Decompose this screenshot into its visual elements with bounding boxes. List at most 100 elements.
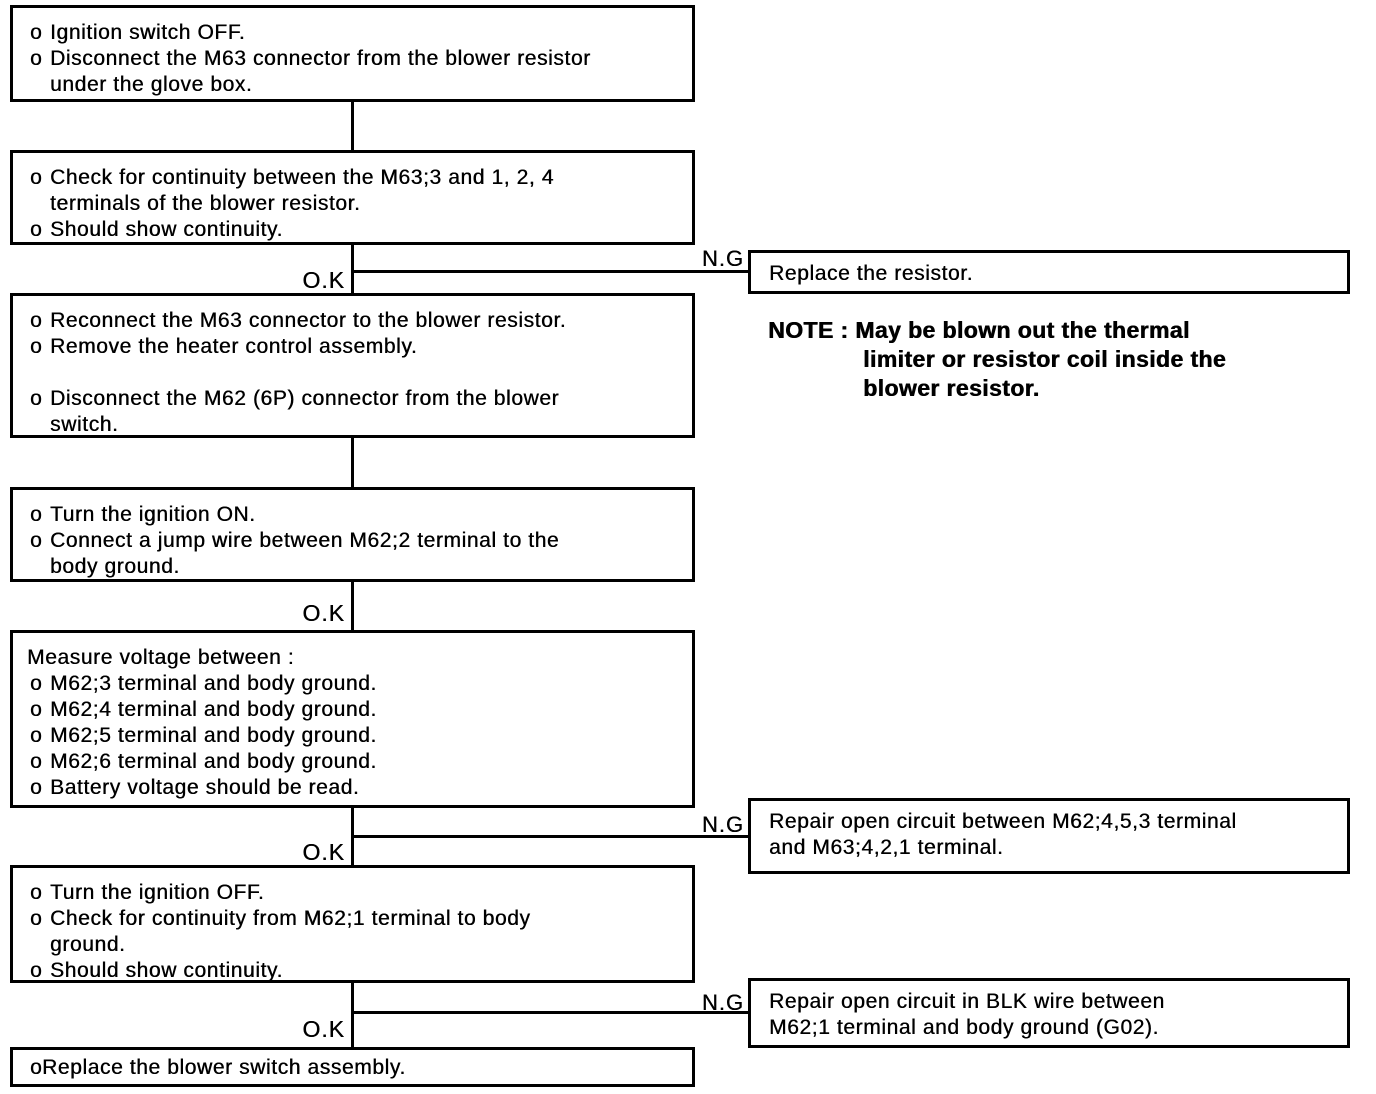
bullet-marker: o: [30, 724, 43, 747]
step-line: o Check for continuity between the M63;3…: [13, 165, 692, 191]
bullet-marker: o: [30, 672, 43, 695]
ok-label-1: O.K: [302, 267, 345, 293]
step-text: Disconnect the M62 (6P) connector from t…: [50, 387, 560, 410]
step-box-3: o Reconnect the M63 connector to the blo…: [10, 293, 695, 438]
step-text: Connect a jump wire between M62;2 termin…: [50, 529, 560, 552]
bullet-marker: o: [30, 21, 43, 44]
note-annotation: NOTE : May be blown out the thermal limi…: [768, 316, 1348, 403]
step-text: Measure voltage between :: [27, 646, 295, 669]
ok-label-2: O.K: [302, 600, 345, 626]
bullet-marker: o: [30, 47, 43, 70]
bullet-marker: o: [30, 698, 43, 721]
step-line: o Disconnect the M62 (6P) connector from…: [13, 386, 692, 412]
step-text: M62;6 terminal and body ground.: [50, 750, 377, 773]
ng-label-1: N.G: [701, 246, 744, 271]
step-line: o Turn the ignition OFF.: [13, 880, 692, 906]
ng-label-3: N.G: [701, 990, 744, 1015]
step-text: Check for continuity between the M63;3 a…: [50, 166, 554, 189]
step-line: o M62;5 terminal and body ground.: [13, 723, 692, 749]
step-text: Should show continuity.: [50, 218, 283, 241]
step-text: switch.: [50, 413, 119, 436]
result-text: M62;1 terminal and body ground (G02).: [769, 1016, 1159, 1039]
branch-line-ng-3: [352, 1011, 750, 1014]
branch-line-ng-1: [352, 270, 750, 273]
ok-label-3: O.K: [302, 839, 345, 865]
bullet-marker: o: [30, 387, 43, 410]
bullet-marker: o: [30, 776, 43, 799]
step-box-4: o Turn the ignition ON. o Connect a jump…: [10, 487, 695, 582]
bullet-marker: o: [30, 959, 43, 982]
step-text: M62;4 terminal and body ground.: [50, 698, 377, 721]
step-line: o M62;4 terminal and body ground.: [13, 697, 692, 723]
bullet-marker: o: [30, 529, 43, 552]
bullet-marker: o: [30, 166, 43, 189]
step-line: o Ignition switch OFF.: [13, 20, 692, 46]
step-text: Should show continuity.: [50, 959, 283, 982]
connector-vertical-4: [351, 582, 354, 630]
bullet-marker: o: [30, 750, 43, 773]
step-line: o Connect a jump wire between M62;2 term…: [13, 528, 692, 554]
step-line: o Should show continuity.: [13, 958, 692, 984]
ng-label-2: N.G: [701, 812, 744, 837]
note-line: blower resistor.: [863, 375, 1040, 401]
step-line: o Reconnect the M63 connector to the blo…: [13, 308, 692, 334]
step-line: terminals of the blower resistor.: [13, 191, 692, 217]
result-text: and M63;4,2,1 terminal.: [769, 836, 1004, 859]
step-line: under the glove box.: [13, 72, 692, 98]
step-line: o Remove the heater control assembly.: [13, 334, 692, 360]
note-line: NOTE : May be blown out the thermal: [768, 317, 1190, 343]
step-box-1: o Ignition switch OFF. o Disconnect the …: [10, 5, 695, 102]
blank-line: [13, 360, 692, 386]
step-box-5: Measure voltage between : o M62;3 termin…: [10, 630, 695, 808]
bullet-marker: o: [30, 907, 43, 930]
step-line: ground.: [13, 932, 692, 958]
step-line: o Replace the blower switch assembly.: [13, 1055, 692, 1081]
step-text: ground.: [50, 933, 126, 956]
bullet-marker: o: [30, 309, 43, 332]
branch-line-ng-2: [352, 835, 750, 838]
connector-vertical-3: [351, 438, 354, 487]
step-text: Turn the ignition ON.: [50, 503, 256, 526]
step-text: M62;3 terminal and body ground.: [50, 672, 377, 695]
connector-vertical-2: [351, 245, 354, 293]
step-text: Reconnect the M63 connector to the blowe…: [50, 309, 567, 332]
step-text: Remove the heater control assembly.: [50, 335, 418, 358]
bullet-marker: o: [30, 881, 43, 904]
step-line: body ground.: [13, 554, 692, 580]
step-line: o Disconnect the M63 connector from the …: [13, 46, 692, 72]
step-text: Ignition switch OFF.: [50, 21, 246, 44]
step-box-2: o Check for continuity between the M63;3…: [10, 150, 695, 245]
step-text: Disconnect the M63 connector from the bl…: [50, 47, 591, 70]
step-box-7-final: o Replace the blower switch assembly.: [10, 1047, 695, 1087]
step-text: terminals of the blower resistor.: [50, 192, 361, 215]
step-text: Battery voltage should be read.: [50, 776, 360, 799]
ok-label-4: O.K: [302, 1016, 345, 1042]
step-text: body ground.: [50, 555, 180, 578]
result-box-repair-open-circuit-2: Repair open circuit in BLK wire between …: [748, 978, 1350, 1048]
step-text: Turn the ignition OFF.: [50, 881, 265, 904]
step-line: Measure voltage between :: [13, 645, 692, 671]
bullet-marker: o: [30, 1056, 43, 1079]
result-text: Repair open circuit in BLK wire between: [769, 990, 1165, 1013]
note-line: limiter or resistor coil inside the: [863, 346, 1226, 372]
step-line: o Check for continuity from M62;1 termin…: [13, 906, 692, 932]
step-line: o M62;6 terminal and body ground.: [13, 749, 692, 775]
bullet-marker: o: [30, 218, 43, 241]
result-box-repair-open-circuit-1: Repair open circuit between M62;4,5,3 te…: [748, 798, 1350, 874]
step-line: switch.: [13, 412, 692, 438]
step-text: Replace the blower switch assembly.: [42, 1056, 406, 1079]
bullet-marker: o: [30, 335, 43, 358]
step-line: o Should show continuity.: [13, 217, 692, 243]
connector-vertical-1: [351, 102, 354, 150]
connector-vertical-6: [351, 983, 354, 1047]
step-box-6: o Turn the ignition OFF. o Check for con…: [10, 865, 695, 983]
step-line: o Turn the ignition ON.: [13, 502, 692, 528]
result-text: Replace the resistor.: [769, 262, 974, 285]
result-text: Repair open circuit between M62;4,5,3 te…: [769, 810, 1237, 833]
bullet-marker: o: [30, 503, 43, 526]
step-line: o Battery voltage should be read.: [13, 775, 692, 801]
step-line: o M62;3 terminal and body ground.: [13, 671, 692, 697]
step-text: M62;5 terminal and body ground.: [50, 724, 377, 747]
step-text: under the glove box.: [50, 73, 253, 96]
